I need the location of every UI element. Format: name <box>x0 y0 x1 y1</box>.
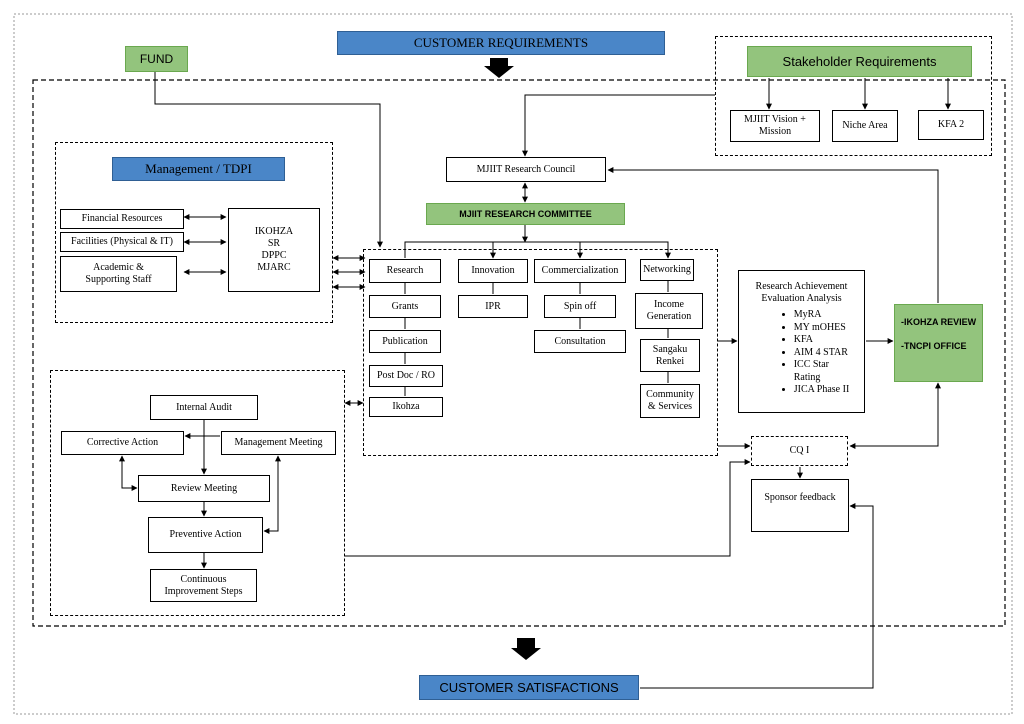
customer-requirements-banner: CUSTOMER REQUIREMENTS <box>337 31 665 55</box>
post-doc-box: Post Doc / RO <box>369 365 443 387</box>
innovation-box: Innovation <box>458 259 528 283</box>
spin-off-box: Spin off <box>544 295 616 318</box>
research-box: Research <box>369 259 441 283</box>
customer-satisfactions-banner: CUSTOMER SATISFACTIONS <box>419 675 639 700</box>
stakeholder-group <box>715 36 992 156</box>
academic-staff-box: Academic & Supporting Staff <box>60 256 177 292</box>
management-meeting-box: Management Meeting <box>221 431 336 455</box>
financial-resources-box: Financial Resources <box>60 209 184 229</box>
vision-mission-box: MJIIT Vision + Mission <box>730 110 820 142</box>
continuous-improvement-box: Continuous Improvement Steps <box>150 569 257 602</box>
networking-box: Networking <box>640 259 694 281</box>
community-services-box: Community & Services <box>640 384 700 418</box>
activities-group <box>363 249 718 456</box>
grants-box: Grants <box>369 295 441 318</box>
research-committee-box: MJIIT RESEARCH COMMITTEE <box>426 203 625 225</box>
audit-group <box>50 370 345 616</box>
management-group <box>55 142 333 323</box>
evaluation-list: MyRA MY mOHES KFA AIM 4 STAR ICC Star Ra… <box>754 309 850 397</box>
internal-audit-box: Internal Audit <box>150 395 258 420</box>
kfa2-box: KFA 2 <box>918 110 984 140</box>
consultation-box: Consultation <box>534 330 626 353</box>
evaluation-box: Research Achievement Evaluation Analysis… <box>738 270 865 413</box>
niche-area-box: Niche Area <box>832 110 898 142</box>
corrective-action-box: Corrective Action <box>61 431 184 455</box>
ipr-box: IPR <box>458 295 528 318</box>
commercialization-box: Commercialization <box>534 259 626 283</box>
research-council-box: MJIIT Research Council <box>446 157 606 182</box>
facilities-box: Facilities (Physical & IT) <box>60 232 184 252</box>
publication-box: Publication <box>369 330 441 353</box>
sangaku-renkei-box: Sangaku Renkei <box>640 339 700 372</box>
review-meeting-box: Review Meeting <box>138 475 270 502</box>
management-tdpi-banner: Management / TDPI <box>112 157 285 181</box>
fund-box: FUND <box>125 46 188 72</box>
ikohza-box: Ikohza <box>369 397 443 417</box>
ikohza-center-box: IKOHZA SR DPPC MJARC <box>228 208 320 292</box>
income-generation-box: Income Generation <box>635 293 703 329</box>
preventive-action-box: Preventive Action <box>148 517 263 553</box>
review-office-box: -IKOHZA REVIEW -TNCPI OFFICE <box>894 304 983 382</box>
cqi-box: CQ I <box>751 436 848 466</box>
sponsor-feedback-box: Sponsor feedback <box>751 479 849 532</box>
stakeholder-requirements-box: Stakeholder Requirements <box>747 46 972 77</box>
